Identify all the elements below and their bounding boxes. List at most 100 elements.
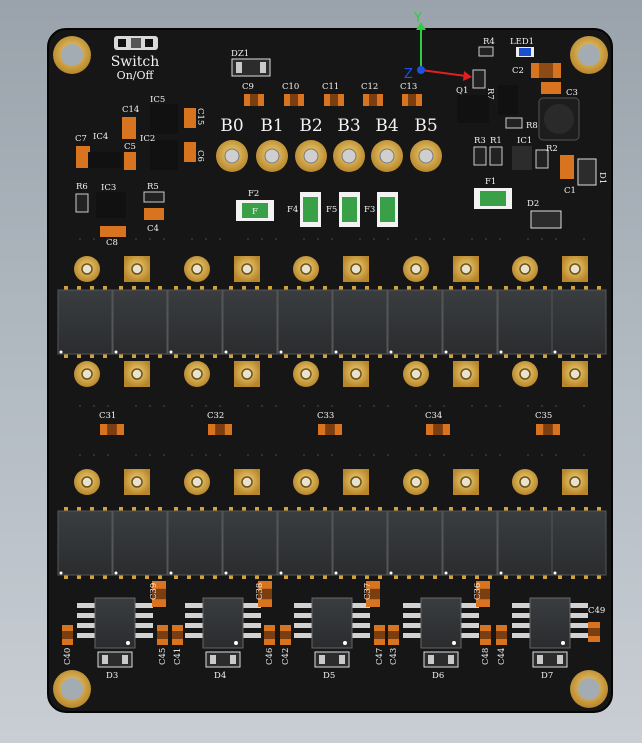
- terminal-pad[interactable]: [124, 361, 150, 387]
- terminal-pad[interactable]: [453, 469, 479, 495]
- capacitor-c12[interactable]: [363, 94, 383, 106]
- capacitor-c35[interactable]: [536, 424, 560, 435]
- resistor-r1[interactable]: [489, 146, 503, 166]
- terminal-pad[interactable]: [184, 256, 210, 282]
- mosfet-chip[interactable]: [167, 286, 223, 358]
- terminal-pad[interactable]: [293, 469, 319, 495]
- capacitor-c10[interactable]: [284, 94, 304, 106]
- terminal-pad[interactable]: [234, 361, 260, 387]
- resistor-r5[interactable]: [143, 191, 165, 203]
- capacitor-c11[interactable]: [324, 94, 344, 106]
- ic-driver[interactable]: [77, 597, 153, 649]
- fuse-f1[interactable]: [474, 188, 512, 209]
- terminal-pad[interactable]: [343, 469, 369, 495]
- capacitor-c34[interactable]: [426, 424, 450, 435]
- diode-d3[interactable]: [97, 651, 133, 668]
- balance-pad[interactable]: [256, 140, 288, 172]
- ic-4[interactable]: [88, 152, 122, 168]
- capacitor-c38[interactable]: [258, 581, 272, 607]
- capacitor-c6[interactable]: [184, 142, 196, 162]
- fuse-f2[interactable]: F: [236, 200, 274, 221]
- terminal-pad[interactable]: [512, 256, 538, 282]
- diode-d4[interactable]: [205, 651, 241, 668]
- capacitor-c33[interactable]: [318, 424, 342, 435]
- terminal-pad[interactable]: [343, 256, 369, 282]
- capacitor-c43[interactable]: [388, 625, 399, 645]
- capacitor-c4[interactable]: [144, 208, 164, 220]
- capacitor-c14[interactable]: [122, 117, 136, 139]
- mosfet-chip[interactable]: [222, 507, 278, 579]
- capacitor-c49[interactable]: [588, 622, 600, 642]
- mosfet-chip[interactable]: [57, 507, 113, 579]
- capacitor-c7[interactable]: [76, 146, 90, 168]
- terminal-pad[interactable]: [562, 469, 588, 495]
- mosfet-chip[interactable]: [387, 286, 443, 358]
- ic-driver[interactable]: [185, 597, 261, 649]
- terminal-pad[interactable]: [562, 361, 588, 387]
- ic-driver[interactable]: [512, 597, 588, 649]
- diode-d5[interactable]: [314, 651, 350, 668]
- diode-d6[interactable]: [423, 651, 459, 668]
- capacitor-c32[interactable]: [208, 424, 232, 435]
- power-switch[interactable]: [114, 36, 158, 50]
- capacitor-c13[interactable]: [402, 94, 422, 106]
- terminal-pad[interactable]: [453, 361, 479, 387]
- ic-3[interactable]: [96, 192, 126, 218]
- balance-pad[interactable]: [216, 140, 248, 172]
- ic-2[interactable]: [150, 140, 178, 170]
- resistor-r8[interactable]: [505, 117, 523, 129]
- terminal-pad[interactable]: [74, 256, 100, 282]
- ic-1[interactable]: [512, 146, 532, 170]
- capacitor-c39[interactable]: [152, 581, 166, 607]
- capacitor-c48[interactable]: [480, 625, 491, 645]
- terminal-pad[interactable]: [234, 469, 260, 495]
- balance-pad[interactable]: [333, 140, 365, 172]
- mosfet-chip[interactable]: [387, 507, 443, 579]
- terminal-pad[interactable]: [343, 361, 369, 387]
- terminal-pad[interactable]: [562, 256, 588, 282]
- terminal-pad[interactable]: [124, 469, 150, 495]
- resistor-r6[interactable]: [75, 193, 89, 213]
- terminal-pad[interactable]: [124, 256, 150, 282]
- terminal-pad[interactable]: [184, 469, 210, 495]
- terminal-pad[interactable]: [403, 469, 429, 495]
- terminal-pad[interactable]: [293, 256, 319, 282]
- fuse-f3[interactable]: [377, 192, 398, 227]
- ic-driver[interactable]: [294, 597, 370, 649]
- diode-d1[interactable]: [577, 158, 597, 186]
- terminal-pad[interactable]: [512, 469, 538, 495]
- capacitor-c44[interactable]: [496, 625, 507, 645]
- diode-d7[interactable]: [532, 651, 568, 668]
- capacitor-c36[interactable]: [476, 581, 490, 607]
- mosfet-chip[interactable]: [497, 507, 553, 579]
- balance-pad[interactable]: [410, 140, 442, 172]
- terminal-pad[interactable]: [453, 256, 479, 282]
- capacitor-c37[interactable]: [366, 581, 380, 607]
- terminal-pad[interactable]: [74, 361, 100, 387]
- fuse-f5[interactable]: [339, 192, 360, 227]
- fuse-f4[interactable]: [300, 192, 321, 227]
- mosfet-chip[interactable]: [277, 507, 333, 579]
- capacitor-c42[interactable]: [280, 625, 291, 645]
- capacitor-c1[interactable]: [560, 155, 574, 179]
- terminal-pad[interactable]: [403, 256, 429, 282]
- terminal-pad[interactable]: [512, 361, 538, 387]
- capacitor-c8[interactable]: [100, 226, 126, 237]
- capacitor-c31[interactable]: [100, 424, 124, 435]
- mosfet-chip[interactable]: [57, 286, 113, 358]
- diode-d2[interactable]: [530, 210, 562, 229]
- mosfet-chip[interactable]: [332, 507, 388, 579]
- mosfet-chip[interactable]: [497, 286, 553, 358]
- terminal-pad[interactable]: [234, 256, 260, 282]
- mosfet-chip[interactable]: [167, 507, 223, 579]
- capacitor-c9[interactable]: [244, 94, 264, 106]
- mosfet-chip[interactable]: [112, 286, 168, 358]
- capacitor-c45[interactable]: [157, 625, 168, 645]
- capacitor-c46[interactable]: [264, 625, 275, 645]
- mosfet-chip[interactable]: [277, 286, 333, 358]
- mosfet-chip[interactable]: [551, 286, 607, 358]
- capacitor-c41[interactable]: [172, 625, 183, 645]
- ic-5[interactable]: [150, 104, 178, 134]
- capacitor-c47[interactable]: [374, 625, 385, 645]
